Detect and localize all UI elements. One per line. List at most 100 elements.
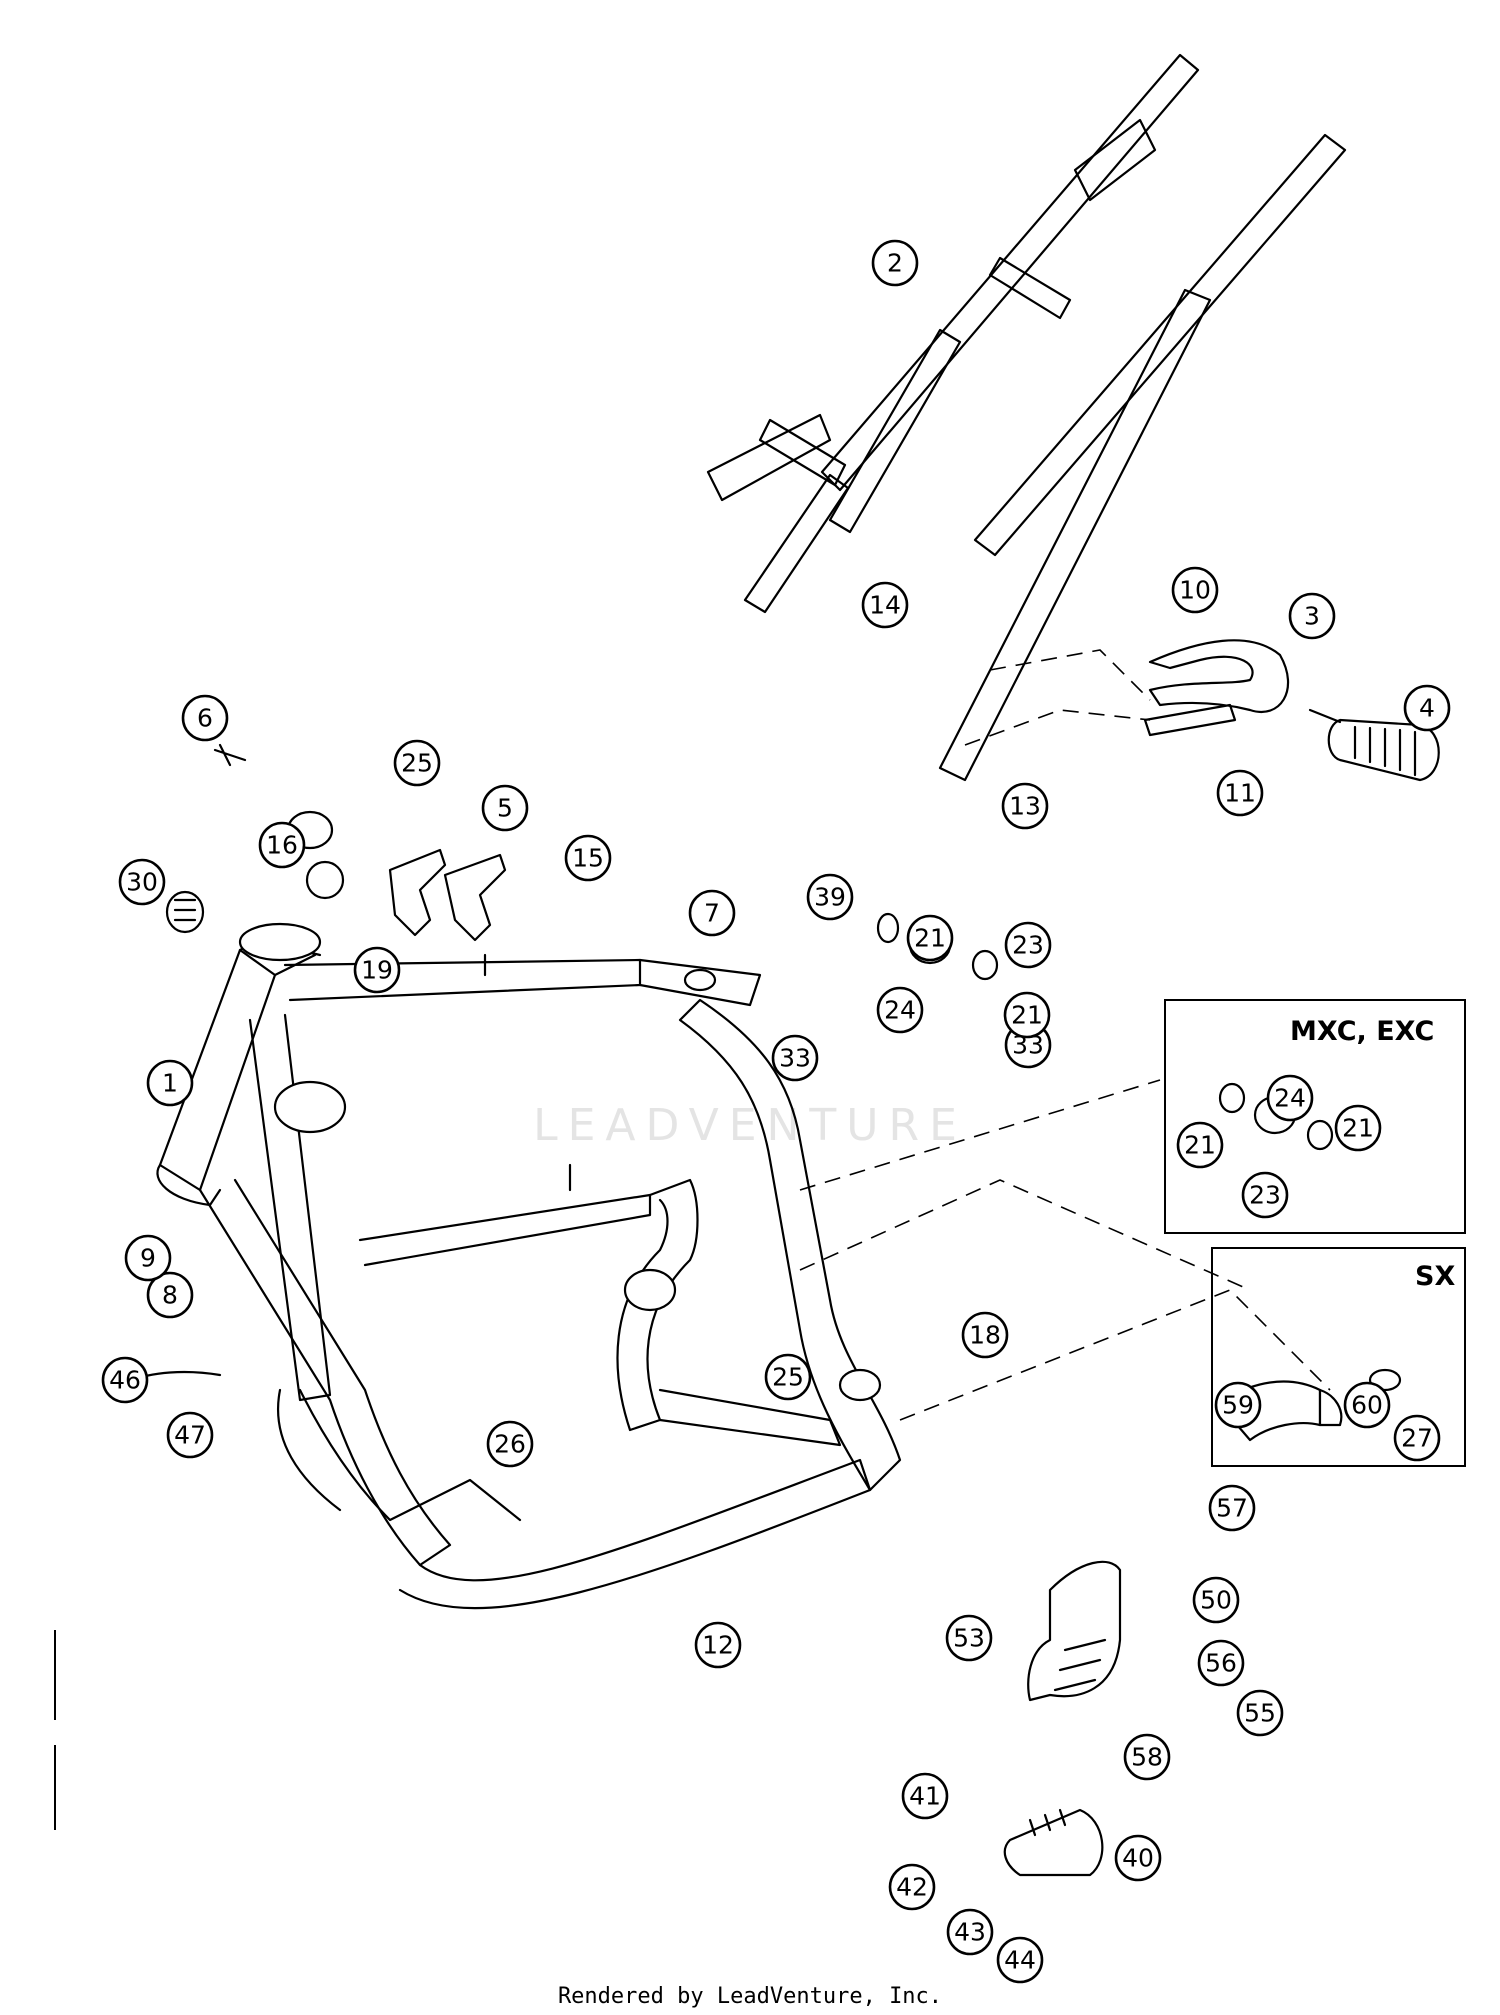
callout-59: 59 — [1214, 1381, 1262, 1429]
callout-number: 44 — [1004, 1946, 1036, 1975]
callout-number: 56 — [1205, 1649, 1237, 1678]
callout-50: 50 — [1192, 1576, 1240, 1624]
callout-circle — [486, 1420, 534, 1468]
callout-circle — [901, 1772, 949, 1820]
callout-number: 41 — [909, 1782, 941, 1811]
callout-42: 42 — [888, 1863, 936, 1911]
callout-number: 39 — [814, 883, 846, 912]
callout-number: 2 — [887, 249, 903, 278]
callout-number: 57 — [1216, 1494, 1248, 1523]
callout-circle — [888, 1863, 936, 1911]
callout-43: 43 — [946, 1908, 994, 1956]
callout-26: 26 — [486, 1420, 534, 1468]
callout-circle — [118, 858, 166, 906]
callout-number: 15 — [572, 844, 604, 873]
callout-circle — [876, 986, 924, 1034]
callout-14: 14 — [861, 581, 909, 629]
callout-number: 12 — [702, 1631, 734, 1660]
callout-56: 56 — [1197, 1639, 1245, 1687]
callout-number: 53 — [953, 1624, 985, 1653]
frame-guard-part — [1027, 1560, 1122, 1702]
callout-47: 47 — [166, 1411, 214, 1459]
callout-number: 21 — [1011, 1001, 1043, 1030]
mxc-exc-box — [1164, 999, 1466, 1234]
callout-circle — [1343, 1381, 1391, 1429]
callout-12: 12 — [694, 1621, 742, 1669]
callout-circle — [1192, 1576, 1240, 1624]
callout-number: 14 — [869, 591, 901, 620]
callout-circle — [181, 694, 229, 742]
callout-number: 25 — [401, 749, 433, 778]
callout-11: 11 — [1216, 769, 1264, 817]
callout-3: 3 — [1288, 592, 1336, 640]
callout-53: 53 — [945, 1614, 993, 1662]
callout-23: 23 — [1241, 1171, 1289, 1219]
callout-circle — [861, 581, 909, 629]
callout-number: 43 — [954, 1918, 986, 1947]
callout-circle — [1288, 592, 1336, 640]
callout-number: 4 — [1419, 694, 1435, 723]
callout-21: 21 — [1003, 991, 1051, 1039]
callout-number: 5 — [497, 794, 513, 823]
callout-number: 21 — [1342, 1114, 1374, 1143]
callout-circle — [771, 1034, 819, 1082]
callout-circle — [806, 873, 854, 921]
callout-number: 21 — [1184, 1131, 1216, 1160]
callout-circle — [1001, 782, 1049, 830]
callout-number: 21 — [914, 924, 946, 953]
callout-21: 21 — [906, 914, 954, 962]
callout-circle — [101, 1356, 149, 1404]
callout-circle — [961, 1311, 1009, 1359]
callout-circle — [564, 834, 612, 882]
callout-circle — [1334, 1104, 1382, 1152]
engine-bracket-part — [388, 848, 507, 942]
callout-circle — [1123, 1733, 1171, 1781]
callout-25: 25 — [393, 739, 441, 787]
callout-number: 50 — [1200, 1586, 1232, 1615]
callout-number: 16 — [266, 831, 298, 860]
callout-25: 25 — [764, 1353, 812, 1401]
callout-number: 23 — [1012, 931, 1044, 960]
dashed-leader-lines — [799, 649, 1331, 1421]
callout-circle — [1214, 1381, 1262, 1429]
callout-2: 2 — [871, 239, 919, 287]
callout-21: 21 — [1334, 1104, 1382, 1152]
callout-30: 30 — [118, 858, 166, 906]
callout-number: 24 — [1274, 1084, 1306, 1113]
callout-circle — [124, 1234, 172, 1282]
callout-circle — [1197, 1639, 1245, 1687]
callout-60: 60 — [1343, 1381, 1391, 1429]
callout-number: 6 — [197, 704, 213, 733]
callout-number: 19 — [361, 956, 393, 985]
callout-6: 6 — [181, 694, 229, 742]
callout-circle — [946, 1908, 994, 1956]
footer-credit: Rendered by LeadVenture, Inc. — [558, 1984, 942, 2009]
callout-number: 24 — [884, 996, 916, 1025]
subframe-part — [706, 53, 1347, 782]
callout-number: 42 — [896, 1873, 928, 1902]
callout-58: 58 — [1123, 1733, 1171, 1781]
callout-number: 11 — [1224, 779, 1256, 808]
callout-circle — [1236, 1689, 1284, 1737]
sx-title: SX — [1415, 1261, 1455, 1292]
footpeg-sx-part — [1003, 1808, 1104, 1877]
mxc-exc-title: MXC, EXC — [1290, 1016, 1434, 1047]
callout-circle — [1208, 1484, 1256, 1532]
callout-19: 19 — [353, 946, 401, 994]
callout-18: 18 — [961, 1311, 1009, 1359]
callout-circle — [1266, 1074, 1314, 1122]
callout-circle — [481, 784, 529, 832]
callout-41: 41 — [901, 1772, 949, 1820]
callout-40: 40 — [1114, 1834, 1162, 1882]
callout-46: 46 — [101, 1356, 149, 1404]
callout-number: 1 — [162, 1069, 178, 1098]
callout-number: 60 — [1351, 1391, 1383, 1420]
callout-number: 59 — [1222, 1391, 1254, 1420]
callout-circle — [871, 239, 919, 287]
callout-circle — [1171, 566, 1219, 614]
watermark-text: LEADVENTURE — [533, 1100, 967, 1151]
callout-10: 10 — [1171, 566, 1219, 614]
callout-number: 18 — [969, 1321, 1001, 1350]
callout-number: 27 — [1401, 1424, 1433, 1453]
